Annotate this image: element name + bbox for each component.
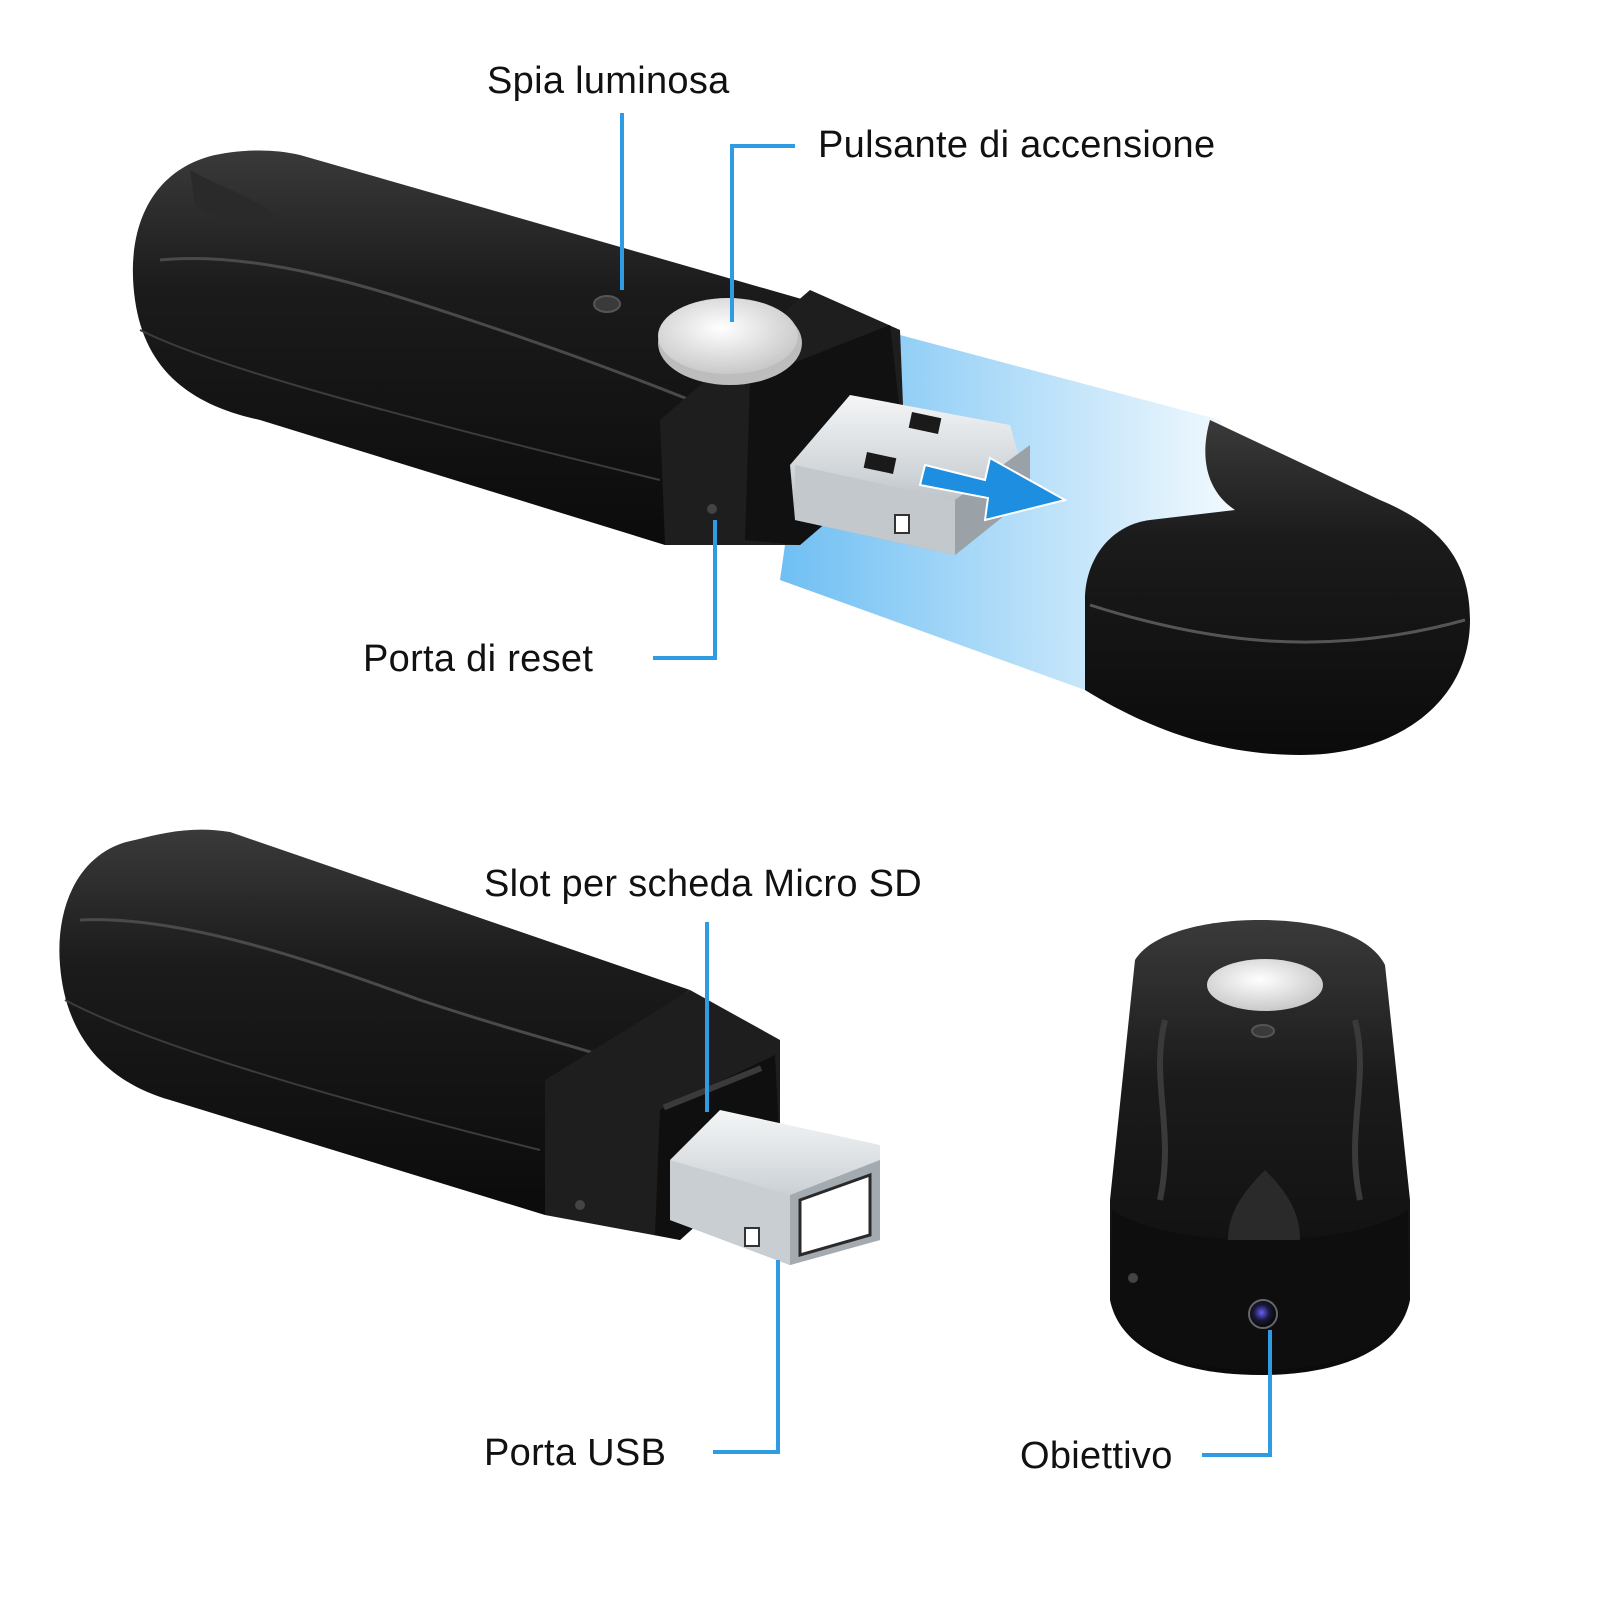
callout-line-usb <box>713 1260 780 1454</box>
label-usb-port: Porta USB <box>484 1432 667 1474</box>
top-body-seam <box>139 329 661 481</box>
reset-hole <box>707 504 717 514</box>
top-body-notch <box>190 170 275 221</box>
label-indicator-light: Spia luminosa <box>487 60 730 102</box>
bottom-right-device <box>1110 920 1410 1375</box>
br-groove-right <box>1352 1019 1363 1201</box>
top-body-highlight <box>159 256 691 402</box>
bl-body-highlight <box>79 918 601 1057</box>
br-groove-left <box>1157 1019 1168 1201</box>
eject-arrow <box>918 456 1068 522</box>
br-body-band <box>1112 1210 1408 1370</box>
callout-line-power <box>730 144 795 322</box>
bl-reset-hole <box>575 1200 585 1210</box>
br-notch <box>1228 1170 1300 1240</box>
callout-line-reset <box>653 520 717 660</box>
label-lens: Obiettivo <box>1020 1435 1173 1477</box>
camera-lens <box>1248 1299 1278 1329</box>
callout-line-lens <box>1202 1330 1272 1457</box>
indicator-light <box>593 295 621 313</box>
br-side-hole <box>1128 1273 1138 1283</box>
br-power-button[interactable] <box>1207 959 1323 1011</box>
protective-cap-rim <box>1089 603 1466 644</box>
top-body-shell <box>132 150 806 545</box>
bl-body-shell <box>59 829 690 1215</box>
bottom-left-device <box>59 829 880 1265</box>
callout-lines <box>620 113 1272 1457</box>
protective-cap <box>1085 420 1470 755</box>
label-power-button: Pulsante di accensione <box>818 124 1216 166</box>
power-button-top <box>658 298 798 374</box>
bl-usb-connector[interactable] <box>670 1110 880 1265</box>
label-reset-port: Porta di reset <box>363 638 594 680</box>
br-indicator-light <box>1251 1024 1275 1038</box>
top-device <box>132 150 1470 755</box>
micro-sd-slot[interactable] <box>662 1065 763 1111</box>
bl-body-seam <box>64 999 541 1151</box>
label-micro-sd-slot: Slot per scheda Micro SD <box>484 863 923 905</box>
